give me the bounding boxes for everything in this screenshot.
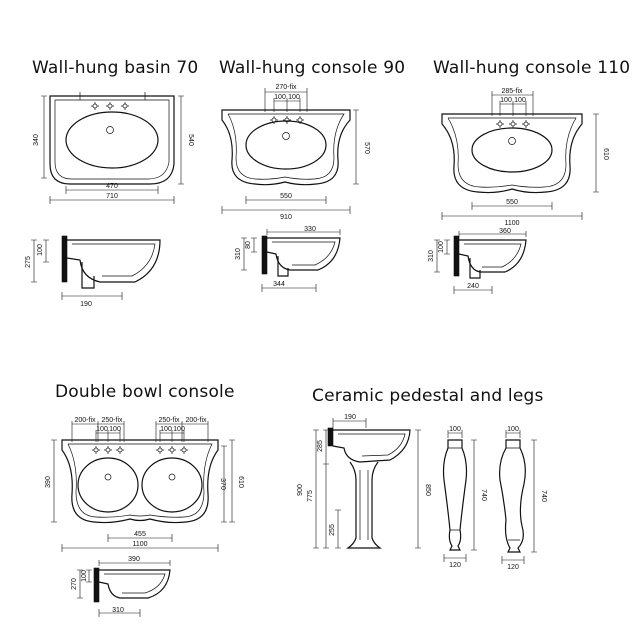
double-side-total: 270 [71, 578, 78, 590]
double-fix-2: 250-fix [101, 417, 123, 424]
console110-side-width: 360 [499, 228, 511, 235]
double-height: 390 [45, 476, 52, 488]
console90-fix: 270-fix [275, 84, 297, 91]
leg1-height: 740 [480, 489, 487, 501]
pedestal-mid: 775 [307, 490, 314, 502]
console90-side-total: 310 [235, 248, 242, 260]
basin70-side-total: 275 [25, 256, 32, 268]
console90-side-view [241, 229, 341, 292]
console90-side-small: 80 [245, 241, 252, 249]
double-fix-3: 250-fix [158, 417, 180, 424]
console110-depth: 240 [467, 283, 479, 290]
double-fix-1a: 100 [96, 426, 108, 433]
title-wall-hung-console-110: Wall-hung console 110 [433, 58, 631, 78]
console90-height-total: 570 [363, 142, 370, 154]
console90-fix-b: 100 [288, 94, 300, 101]
console110-front-view [441, 91, 599, 220]
double-fix-1: 200-fix [74, 417, 96, 424]
leg-2-view [499, 430, 537, 564]
title-wall-hung-basin-70: Wall-hung basin 70 [32, 58, 199, 78]
basin70-height-total: 540 [187, 134, 194, 146]
basin70-front-view [41, 92, 184, 204]
leg-1-view [442, 430, 477, 562]
leg2-height: 740 [540, 490, 547, 502]
console90-depth: 344 [273, 281, 285, 288]
double-side-width: 390 [128, 556, 140, 563]
basin70-side-small: 100 [37, 244, 44, 256]
title-ceramic-pedestal-and-legs: Ceramic pedestal and legs [312, 386, 544, 406]
console90-side-width: 330 [304, 226, 316, 233]
pedestal-top: 190 [344, 414, 356, 421]
pedestal-view [313, 418, 421, 549]
console110-bowl-width: 550 [506, 199, 518, 206]
double-width: 1100 [132, 541, 147, 548]
basin70-bowl-width: 470 [106, 183, 118, 190]
leg1-bottom: 120 [449, 562, 461, 569]
console110-side-view [434, 231, 527, 294]
double-depth: 310 [112, 607, 124, 614]
pedestal-total: 900 [297, 484, 304, 496]
console110-side-small: 100 [438, 241, 445, 253]
console90-front-view [221, 88, 359, 214]
double-fix-4: 200-fix [185, 417, 207, 424]
console110-height-total: 610 [602, 148, 609, 160]
double-side-view [77, 560, 171, 617]
basin70-depth: 190 [80, 301, 92, 308]
title-double-bowl-console: Double bowl console [55, 382, 235, 402]
leg1-top: 100 [449, 426, 461, 433]
leg2-top: 100 [507, 426, 519, 433]
pedestal-height: 850 [424, 484, 431, 496]
console90-bowl-width: 550 [280, 193, 292, 200]
double-front-view [51, 421, 235, 552]
double-side-small: 100 [81, 570, 88, 582]
double-fix-2b: 100 [173, 426, 185, 433]
console110-fix: 285-fix [501, 88, 523, 95]
double-fix-2a: 100 [160, 426, 172, 433]
double-height-total: 610 [237, 476, 244, 488]
console90-width: 910 [280, 214, 292, 221]
double-bowl-spacing: 455 [134, 531, 146, 538]
title-wall-hung-console-90: Wall-hung console 90 [219, 58, 406, 78]
basin70-height: 340 [33, 134, 40, 146]
double-fix-1b: 100 [109, 426, 121, 433]
double-height-mid: 370 [219, 478, 226, 490]
console110-width: 1100 [504, 220, 519, 227]
pedestal-low: 255 [329, 524, 336, 536]
pedestal-upper: 285 [317, 440, 324, 452]
console90-fix-a: 100 [274, 94, 286, 101]
basin70-width: 710 [106, 193, 118, 200]
console110-fix-a: 100 [500, 97, 512, 104]
leg2-bottom: 120 [507, 564, 519, 571]
console110-side-total: 310 [428, 250, 435, 262]
console110-fix-b: 100 [514, 97, 526, 104]
basin70-side-view [31, 235, 161, 300]
